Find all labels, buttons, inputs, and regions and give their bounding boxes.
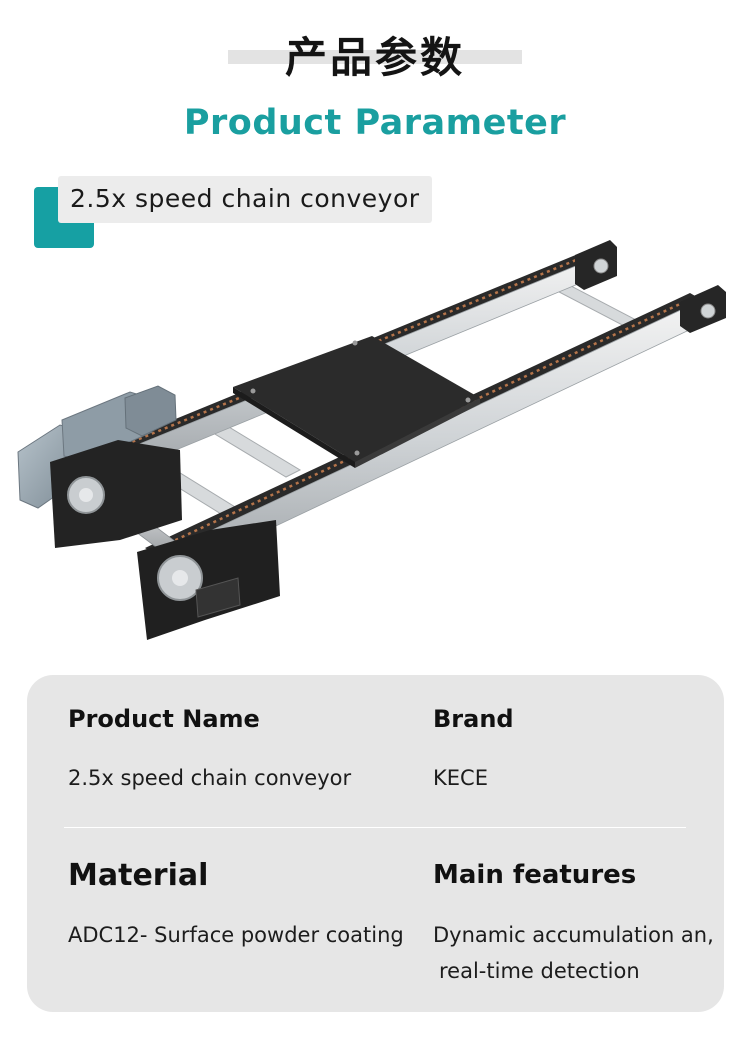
tail-bracket-back [575,240,617,290]
page-title-english: Product Parameter [183,103,567,143]
parameter-card: Product Name 2.5x speed chain conveyor B… [27,675,724,1012]
product-name-value: 2.5x speed chain conveyor [68,766,352,790]
main-features-label: Main features [433,860,637,890]
card-divider [64,827,686,828]
material-label: Material [68,858,209,893]
head-bracket-back [50,440,182,548]
brand-label: Brand [433,705,514,733]
main-features-value-line2: real-time detection [439,959,640,983]
product-tag-label: 2.5x speed chain conveyor [58,176,432,223]
product-image [17,240,726,640]
brand-value: KECE [433,766,488,790]
main-features-value-line1: Dynamic accumulation an, [433,923,714,947]
title-underline-bar [228,50,522,64]
page-title-chinese: 产品参数 [284,33,465,82]
product-name-label: Product Name [68,705,260,733]
tail-bracket-front [680,285,726,333]
material-value: ADC12- Surface powder coating [68,923,404,947]
head-bracket-front [137,520,280,640]
carrier-plate [233,336,480,468]
